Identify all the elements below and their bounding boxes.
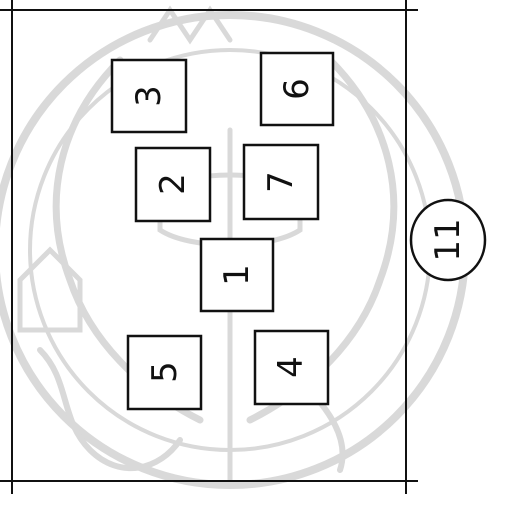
box-2: 2 xyxy=(134,146,212,223)
plan-outline xyxy=(0,0,418,494)
box-7: 7 xyxy=(242,143,320,221)
box-7-label: 7 xyxy=(261,171,301,193)
box-5-label: 5 xyxy=(145,361,185,383)
side-marker-label: 11 xyxy=(428,218,468,261)
box-6: 6 xyxy=(259,51,335,127)
box-1: 1 xyxy=(199,237,275,313)
box-1-label: 1 xyxy=(217,264,257,286)
box-5: 5 xyxy=(126,334,203,411)
box-6-label: 6 xyxy=(277,78,317,100)
side-marker: 11 xyxy=(409,198,487,282)
box-2-label: 2 xyxy=(153,173,193,195)
box-3: 3 xyxy=(110,58,188,134)
box-4: 4 xyxy=(253,329,330,406)
numbered-boxes: 3 6 2 7 1 5 4 xyxy=(110,51,335,411)
side-marker-circle xyxy=(409,198,487,282)
box-4-label: 4 xyxy=(271,356,311,378)
box-3-label: 3 xyxy=(129,85,169,107)
